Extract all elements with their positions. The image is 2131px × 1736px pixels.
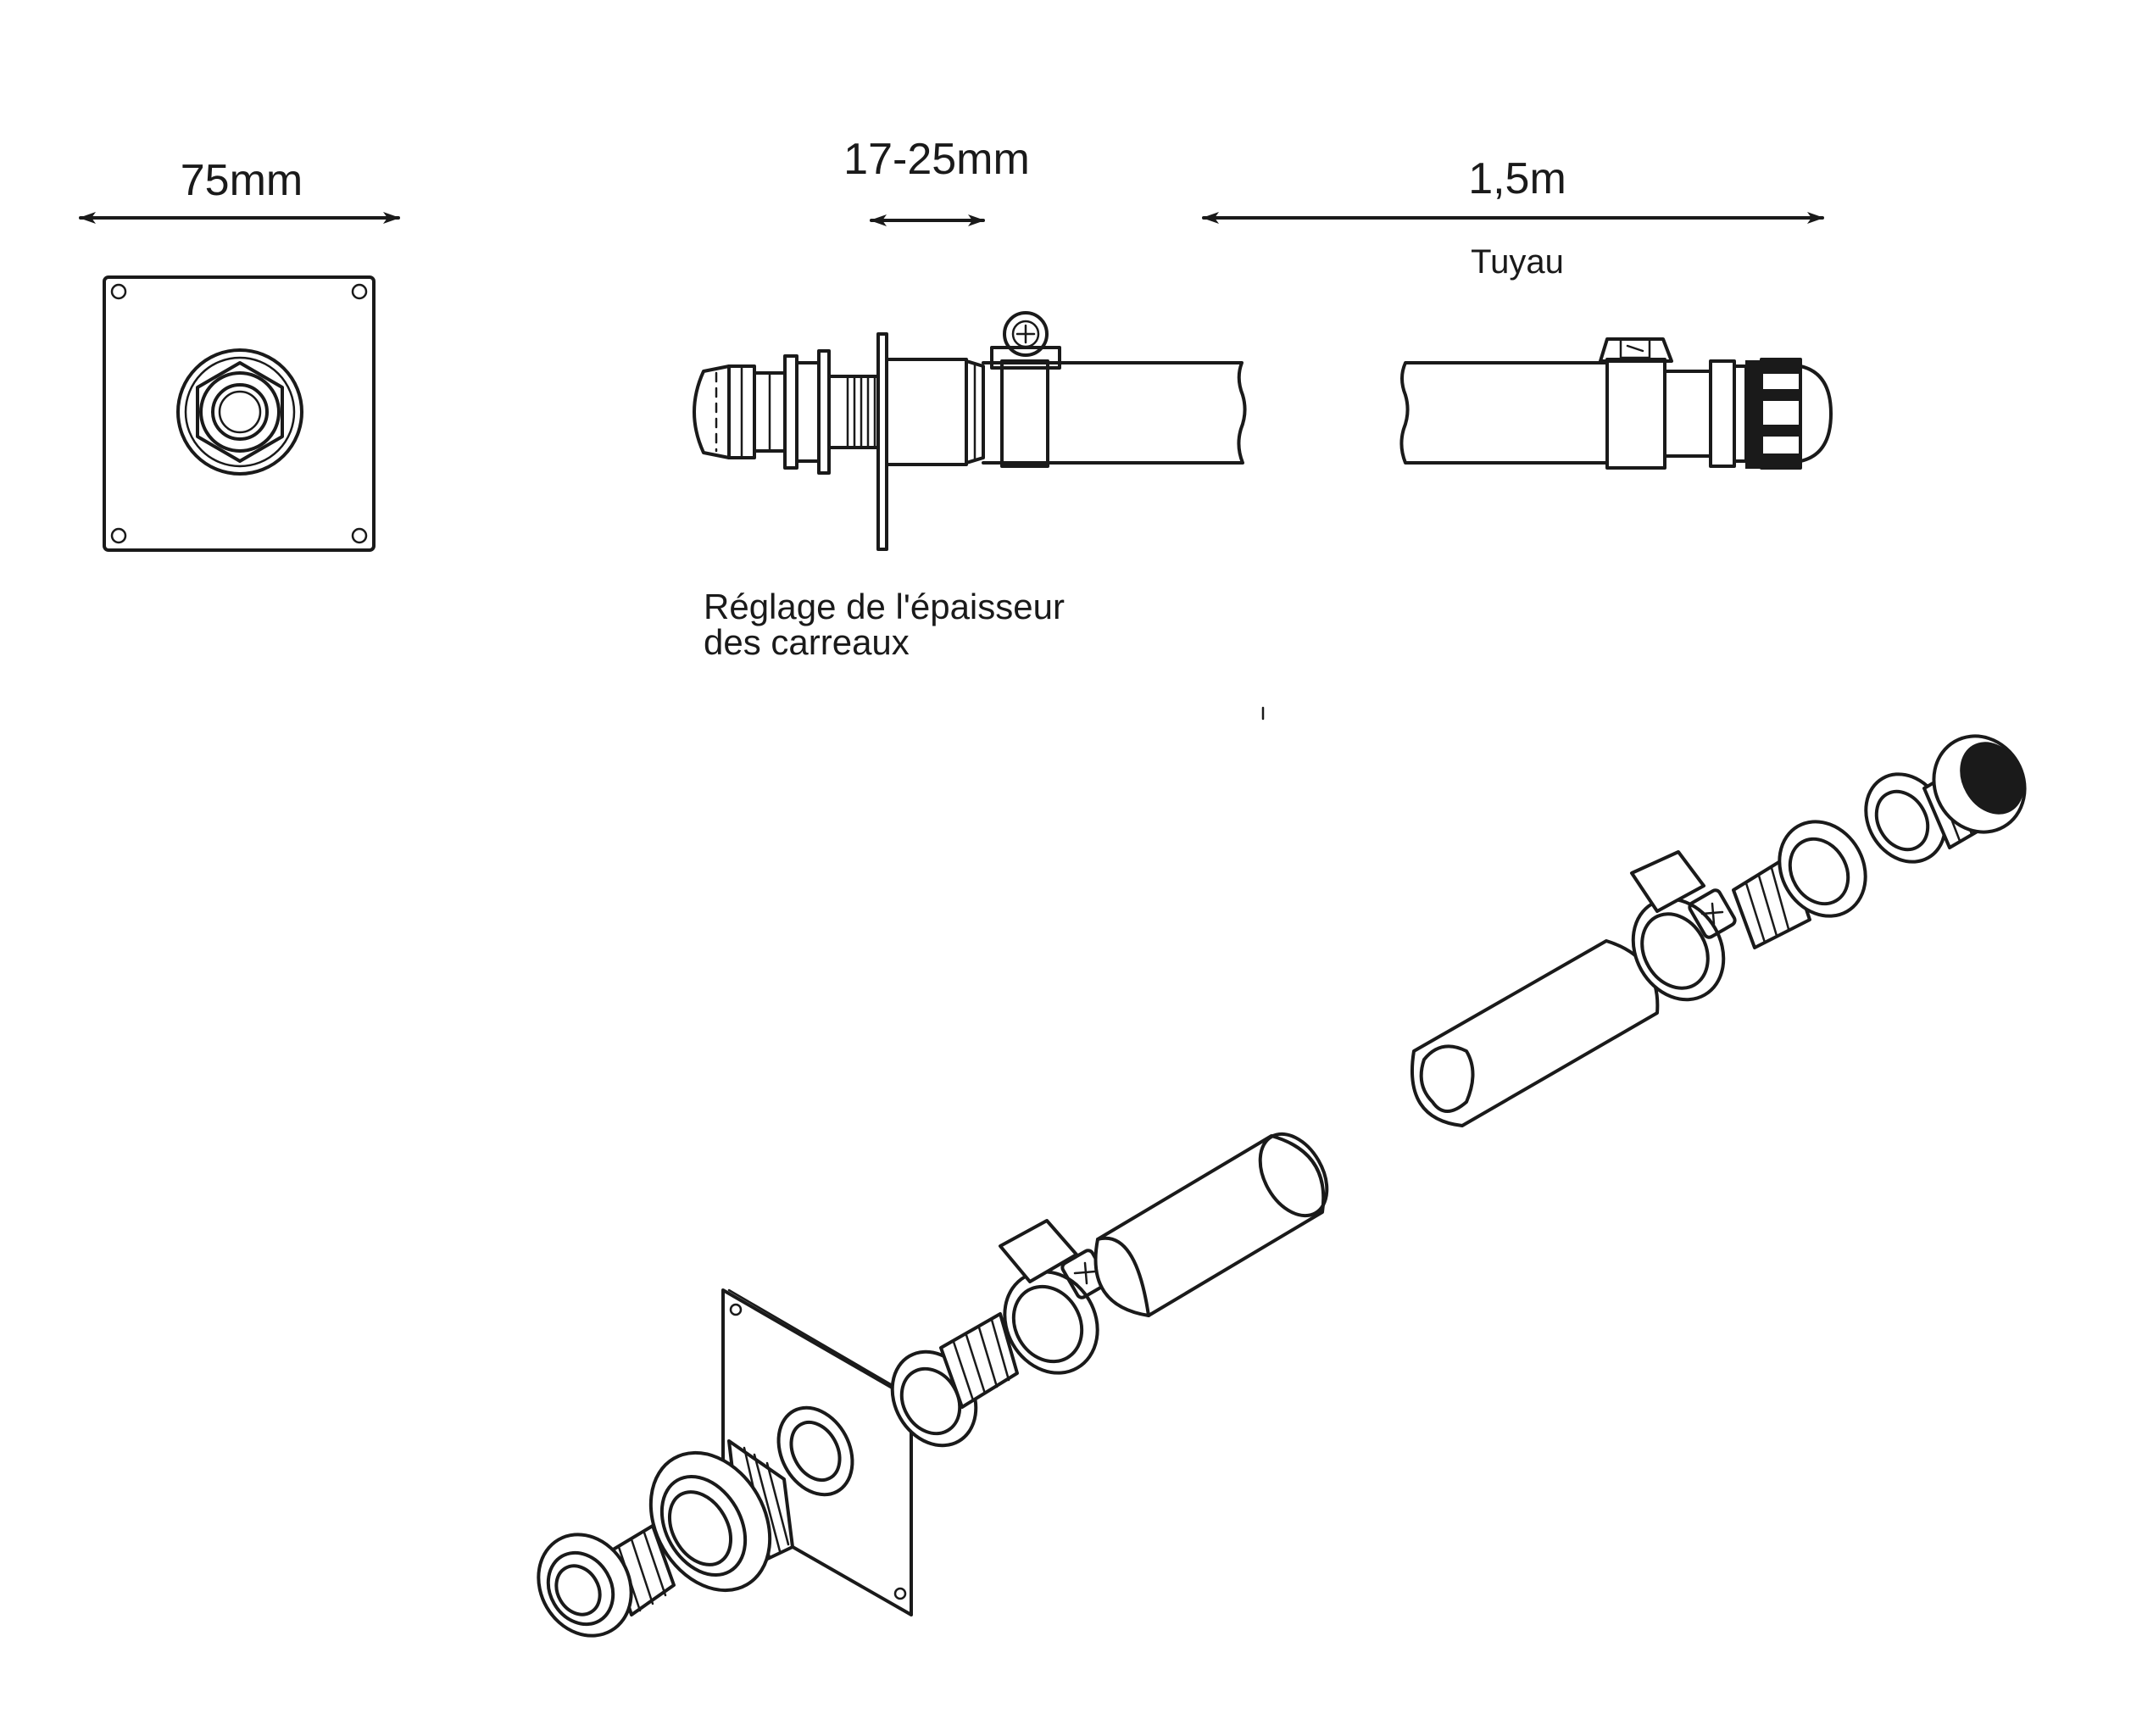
plate-front-view — [103, 275, 376, 552]
plate-width-label: 75mm — [181, 156, 303, 205]
exploded-nut-barb — [890, 1312, 1019, 1448]
dimension-plate-width: 75mm — [79, 156, 400, 224]
dimension-tile-range: 17-25mm — [843, 135, 1030, 226]
exploded-collar — [648, 1450, 772, 1593]
exploded-cable-gland — [537, 1524, 676, 1638]
tile-range-label: 17-25mm — [843, 135, 1030, 184]
exploded-hose-upper — [1410, 939, 1660, 1127]
adjust-note-line1: Réglage de l'épaisseur — [704, 587, 1065, 626]
side-view-hose-end — [1399, 337, 1833, 470]
exploded-view-lower — [537, 1132, 1329, 1638]
side-view-wall-fitting — [693, 311, 1247, 551]
exploded-view-upper — [1410, 734, 2027, 1127]
exploded-hose-lower — [1093, 1132, 1329, 1317]
hose-name-label: Tuyau — [1471, 243, 1564, 281]
exploded-barb-nut-upper — [1732, 820, 1867, 949]
exploded-seal-ring — [776, 1405, 854, 1497]
adjust-note-line2: des carreaux — [704, 622, 910, 662]
hose-length-label: 1,5m — [1468, 154, 1566, 203]
dimension-hose-length: 1,5m Tuyau — [1202, 154, 1824, 281]
exploded-gland-upper — [1864, 734, 2027, 864]
tile-adjust-note: Réglage de l'épaisseur des carreaux — [704, 587, 1065, 662]
exploded-clamp-upper — [1630, 850, 1737, 1002]
